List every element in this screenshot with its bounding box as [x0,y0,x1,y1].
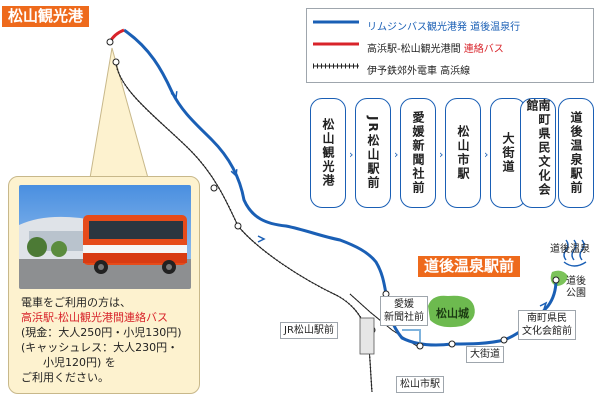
blue-line-swatch [313,20,359,24]
legend-label: 高浜駅-松山観光港間 連絡バス [367,44,504,55]
legend: リムジンバス観光港発 道後温泉行 高浜駅-松山観光港間 連絡バス 伊予鉄郊外電車… [306,8,594,83]
station-box: 南町県民文化会館 [520,98,556,208]
okaido-label: 大街道 [466,346,504,363]
castle-label: 松山城 [436,307,469,320]
hot-spring-icon [563,239,587,267]
arrow-icon: › [484,148,489,161]
rail-swatch [313,63,359,69]
callout-box: 電車をご利用の方は、 高浜駅-松山観光港間連絡バス (現金：大人250円・小児1… [8,176,200,394]
station-box: 道後温泉駅前 [558,98,594,208]
jr-station-label: JR松山駅前 [280,322,338,339]
bus-photo [19,185,191,289]
arrow-icon: › [439,148,444,161]
callout-text: 電車をご利用の方は、 高浜駅-松山観光港間連絡バス (現金：大人250円・小児1… [21,296,182,384]
dogo-onsen-station-tag: 道後温泉駅前 [418,256,521,277]
station-box: 松山市駅 [445,98,481,208]
shinbun-label: 愛媛 新聞社前 [380,296,428,326]
dogo-onsen-label: 道後温泉 [550,244,590,255]
dogo-park-label: 道後 公園 [566,276,586,299]
legend-label: リムジンバス観光港発 道後温泉行 [367,22,521,33]
port-tag: 松山観光港 [2,6,90,27]
station-box: 愛媛新聞社前 [400,98,436,208]
matsuyama-castle-park [428,295,475,328]
legend-label: 伊予鉄郊外電車 高浜線 [367,66,471,77]
station-box: JR松山駅前 [355,98,391,208]
callout-pointer [89,47,149,179]
arrow-icon: › [349,148,354,161]
matsuyamashi-label: 松山市駅 [396,376,444,393]
station-box: 松山観光港 [310,98,346,208]
arrow-icon: › [394,148,399,161]
minami-label: 南町県民 文化会館前 [518,310,576,340]
red-line-swatch [313,42,359,46]
jr-station-block [359,317,375,355]
